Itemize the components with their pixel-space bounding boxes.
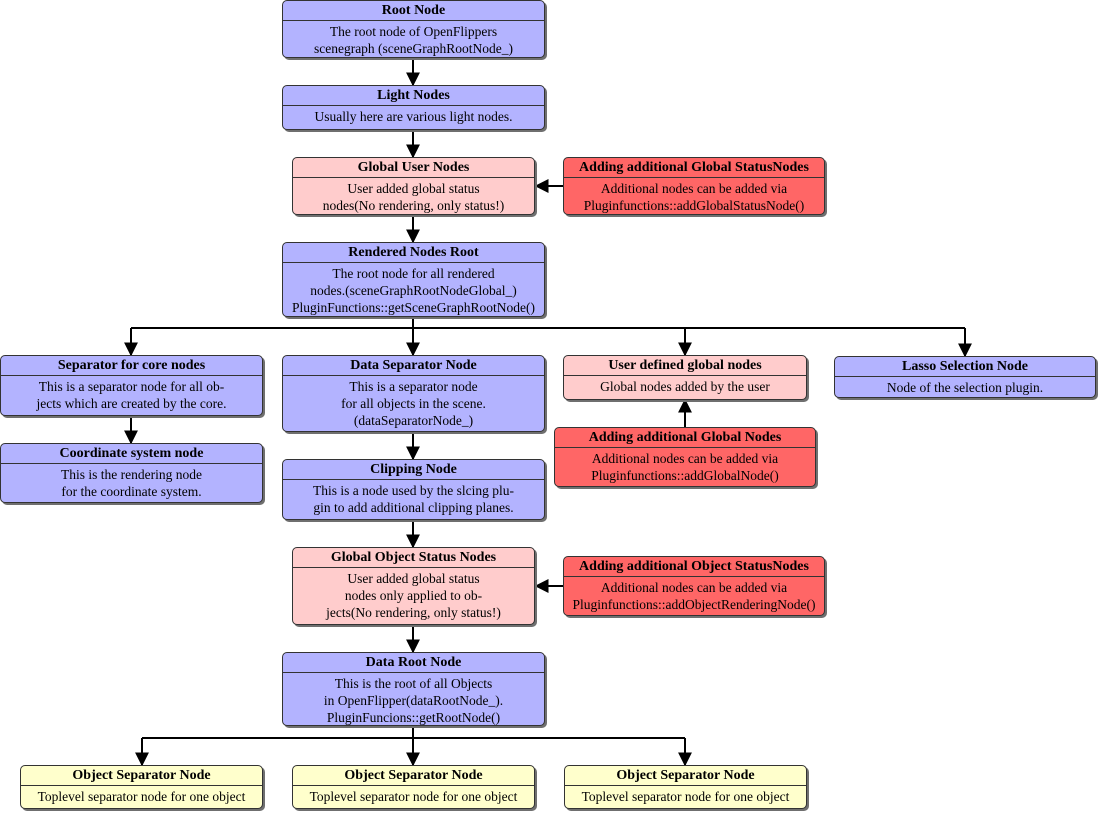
data-root-node: Data Root Node This is the root of all O… [282, 652, 545, 726]
clipping-node-body: This is a node used by the slcing plu- g… [313, 483, 514, 515]
adding-global-nodes: Adding additional Global Nodes Additiona… [554, 427, 816, 487]
object-separator-node-2-body: Toplevel separator node for one object [309, 789, 518, 804]
adding-global-status-nodes: Adding additional Global StatusNodes Add… [563, 157, 825, 215]
light-nodes-title: Light Nodes [283, 86, 544, 106]
user-defined-global-nodes-body: Global nodes added by the user [600, 379, 770, 394]
adding-global-status-nodes-body: Additional nodes can be added via Plugin… [583, 181, 805, 213]
object-separator-node-2: Object Separator Node Toplevel separator… [292, 765, 535, 809]
data-separator-node-title: Data Separator Node [283, 356, 544, 376]
separator-core-nodes: Separator for core nodes This is a separ… [0, 355, 263, 416]
user-defined-global-nodes: User defined global nodes Global nodes a… [563, 355, 807, 400]
data-separator-node: Data Separator Node This is a separator … [282, 355, 545, 432]
root-node: Root Node The root node of OpenFlippers … [282, 0, 545, 58]
rendered-nodes-root-title: Rendered Nodes Root [283, 243, 544, 263]
global-user-nodes: Global User Nodes User added global stat… [292, 157, 535, 215]
adding-global-status-nodes-title: Adding additional Global StatusNodes [564, 158, 824, 178]
adding-global-nodes-title: Adding additional Global Nodes [555, 428, 815, 448]
object-separator-node-3-title: Object Separator Node [565, 766, 806, 786]
light-nodes-body: Usually here are various light nodes. [314, 109, 513, 124]
coordinate-system-node-title: Coordinate system node [1, 444, 262, 464]
lasso-selection-node: Lasso Selection Node Node of the selecti… [834, 356, 1096, 398]
user-defined-global-nodes-title: User defined global nodes [564, 356, 806, 376]
rendered-nodes-root: Rendered Nodes Root The root node for al… [282, 242, 545, 317]
lasso-selection-node-title: Lasso Selection Node [835, 357, 1095, 377]
rendered-nodes-root-body: The root node for all rendered nodes.(sc… [292, 266, 535, 315]
root-node-body: The root node of OpenFlippers scenegraph… [313, 24, 514, 56]
coordinate-system-node: Coordinate system node This is the rende… [0, 443, 263, 503]
lasso-selection-node-body: Node of the selection plugin. [886, 380, 1044, 395]
data-root-node-body: This is the root of all Objects in OpenF… [323, 676, 504, 725]
object-separator-node-3: Object Separator Node Toplevel separator… [564, 765, 807, 809]
global-user-nodes-title: Global User Nodes [293, 158, 534, 178]
light-nodes: Light Nodes Usually here are various lig… [282, 85, 545, 130]
separator-core-nodes-title: Separator for core nodes [1, 356, 262, 376]
object-separator-node-1-title: Object Separator Node [21, 766, 262, 786]
global-object-status-nodes-title: Global Object Status Nodes [293, 548, 534, 568]
adding-global-nodes-body: Additional nodes can be added via Plugin… [591, 451, 779, 483]
data-root-node-title: Data Root Node [283, 653, 544, 673]
coordinate-system-node-body: This is the rendering node for the coord… [61, 467, 202, 499]
clipping-node: Clipping Node This is a node used by the… [282, 459, 545, 520]
global-object-status-nodes-body: User added global status nodes only appl… [326, 571, 501, 620]
global-user-nodes-body: User added global status nodes(No render… [322, 181, 505, 213]
object-separator-node-1: Object Separator Node Toplevel separator… [20, 765, 263, 809]
separator-core-nodes-body: This is a separator node for all ob- jec… [36, 379, 227, 411]
adding-object-status-nodes-body: Additional nodes can be added via Plugin… [572, 580, 816, 612]
object-separator-node-3-body: Toplevel separator node for one object [581, 789, 790, 804]
object-separator-node-2-title: Object Separator Node [293, 766, 534, 786]
object-separator-node-1-body: Toplevel separator node for one object [37, 789, 246, 804]
root-node-title: Root Node [283, 1, 544, 21]
data-separator-node-body: This is a separator node for all objects… [341, 379, 486, 428]
global-object-status-nodes: Global Object Status Nodes User added gl… [292, 547, 535, 625]
adding-object-status-nodes-title: Adding additional Object StatusNodes [564, 557, 824, 577]
adding-object-status-nodes: Adding additional Object StatusNodes Add… [563, 556, 825, 616]
clipping-node-title: Clipping Node [283, 460, 544, 480]
